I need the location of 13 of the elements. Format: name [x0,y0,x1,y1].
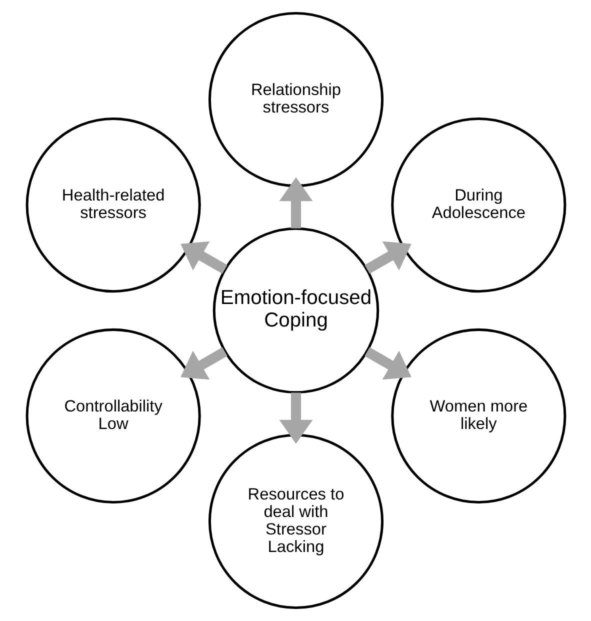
arrow [180,241,227,274]
arrow [278,392,312,444]
node-circle: Relationship stressors [208,12,384,188]
node-circle: Resources to deal with Stressor Lacking [208,434,384,609]
node-circle: Women more likely [390,328,566,504]
node-circle: Health-related stressors [25,118,200,293]
node-circle: Controllability Low [25,328,200,504]
arrow [180,347,227,380]
arrow [278,177,312,228]
node-circle: During Adolescence [390,118,566,293]
node-circle: Emotion-focused Coping [212,227,379,394]
arrow [364,241,411,274]
arrow [364,347,411,380]
